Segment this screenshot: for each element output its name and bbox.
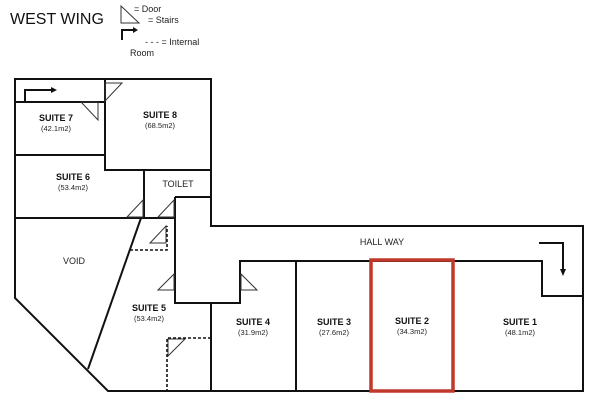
stairs-icon: [148, 224, 167, 244]
door-icon: [156, 272, 175, 291]
suite-4[interactable]: SUITE 4 (31.9m2): [236, 317, 270, 337]
suite-8[interactable]: SUITE 8 (68.5m2): [143, 110, 177, 130]
door-icon: [104, 82, 124, 103]
walls: [14, 78, 584, 392]
suite-2[interactable]: SUITE 2 (34.3m2): [395, 316, 429, 336]
room-area: (31.9m2): [238, 328, 269, 337]
plan-title: WEST WING: [10, 11, 104, 28]
room-area: (27.6m2): [319, 328, 350, 337]
room-area: (34.3m2): [397, 327, 428, 336]
suite-1[interactable]: SUITE 1 (48.1m2): [503, 317, 537, 337]
toilet[interactable]: TOILET: [162, 179, 194, 189]
doors: [79, 82, 259, 358]
room-name: SUITE 5: [132, 303, 166, 313]
room-name: SUITE 1: [503, 317, 537, 327]
room-name: SUITE 2: [395, 316, 429, 326]
legend-door: = Door: [134, 4, 161, 14]
room-area: (42.1m2): [41, 124, 72, 133]
suite-7[interactable]: SUITE 7 (42.1m2): [39, 113, 73, 133]
arrow-head-icon: [51, 87, 57, 93]
room-area: (48.1m2): [505, 328, 536, 337]
arrow-head-icon: [133, 27, 138, 33]
room-name: SUITE 4: [236, 317, 270, 327]
room-name: SUITE 7: [39, 113, 73, 123]
hallway-arrow-icon: [539, 242, 564, 270]
door-icon: [167, 338, 187, 358]
legend-room: Room: [130, 48, 154, 58]
void: VOID: [63, 256, 86, 266]
legend-internal: - - - = Internal: [145, 37, 199, 47]
room-area: (68.5m2): [145, 121, 176, 130]
legend: = Door = Stairs - - - = Internal Room: [120, 4, 199, 58]
door-icon: [156, 198, 175, 218]
arrow-head-icon: [560, 269, 566, 276]
room-area: (53.4m2): [58, 183, 89, 192]
door-icon: [79, 101, 99, 122]
room-name: SUITE 6: [56, 172, 90, 182]
room-name: SUITE 3: [317, 317, 351, 327]
suite-6[interactable]: SUITE 6 (53.4m2): [56, 172, 90, 192]
door-icon: [125, 198, 144, 218]
door-stairs-legend-icon: [120, 4, 141, 24]
suite-3[interactable]: SUITE 3 (27.6m2): [317, 317, 351, 337]
suite-5[interactable]: SUITE 5 (53.4m2): [132, 303, 166, 323]
hallway: HALL WAY: [360, 237, 404, 247]
room-area: (53.4m2): [134, 314, 165, 323]
arrow-legend-icon: [121, 29, 134, 40]
door-icon: [240, 272, 259, 291]
legend-stairs: = Stairs: [148, 15, 179, 25]
entry-arrow-icon: [24, 89, 52, 102]
suite-2-highlight: [369, 258, 455, 393]
room-name: SUITE 8: [143, 110, 177, 120]
